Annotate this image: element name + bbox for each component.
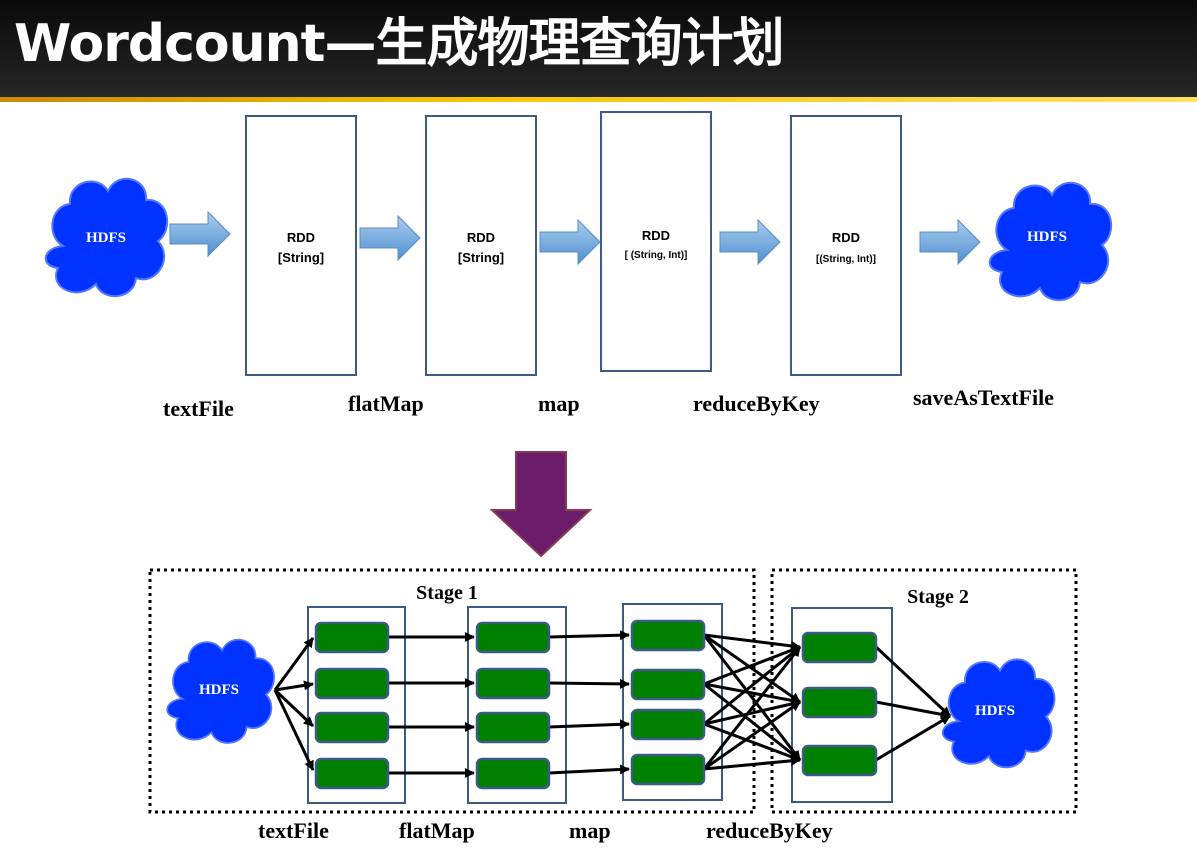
physical-plan: Stage 1 Stage 2 HDFS HDFS: [148, 568, 1078, 843]
edge: [703, 645, 801, 686]
edge: [548, 764, 630, 775]
cloud-icon: [941, 658, 1056, 769]
partition: [314, 757, 390, 790]
edge: [874, 645, 952, 718]
rdd-box: [425, 115, 537, 376]
op-label: reduceByKey: [706, 818, 833, 843]
edge: [703, 645, 801, 726]
partition: [630, 619, 706, 652]
edge: [703, 682, 801, 706]
slide-title: Wordcount—生成物理查询计划: [14, 14, 785, 74]
cloud-icon: [44, 177, 169, 298]
rdd-label: RDD: [642, 228, 670, 243]
rdd-type: [ (String, Int)]: [625, 250, 688, 261]
edge: [548, 630, 630, 641]
op-label: textFile: [258, 818, 329, 843]
hdfs-source-label: HDFS: [86, 230, 126, 246]
edge: [703, 633, 801, 704]
block-arrow-icon: [539, 218, 601, 266]
cloud-icon: [988, 181, 1113, 302]
partition: [314, 667, 390, 700]
edge: [273, 637, 315, 691]
partition: [801, 744, 878, 777]
edge: [703, 700, 801, 771]
partition: [630, 668, 706, 701]
title-accent-line: [0, 97, 1197, 102]
partition: [314, 621, 390, 654]
hdfs-sink-label: HDFS: [975, 703, 1015, 719]
rdd-box: [245, 115, 357, 376]
partition: [630, 753, 706, 786]
edge: [273, 688, 315, 728]
rdd-type: [(String, Int)]: [816, 254, 876, 265]
stage-label: Stage 1: [416, 582, 478, 604]
logical-plan: HDFS HDFS RDD [String] RDD [String] RDD …: [44, 111, 1113, 421]
title-bar: Wordcount—生成物理查询计划: [0, 0, 1197, 102]
edges: [273, 630, 952, 778]
hdfs-source-label: HDFS: [199, 682, 239, 698]
cloud-icon: [166, 638, 275, 744]
op-label: saveAsTextFile: [913, 385, 1054, 410]
edge: [703, 682, 801, 762]
op-label: map: [569, 818, 611, 843]
op-label: textFile: [163, 396, 234, 421]
op-label: flatMap: [399, 818, 475, 843]
edge: [703, 633, 801, 651]
block-arrow-icon: [719, 218, 781, 266]
rdd-label: RDD: [467, 230, 495, 245]
partition: [475, 621, 551, 654]
rdd-type: [String]: [278, 250, 324, 265]
rdd-type: [String]: [458, 250, 504, 265]
rdd-box: [600, 111, 712, 372]
partition: [475, 711, 551, 744]
edge: [273, 689, 315, 771]
down-arrow-icon: [489, 451, 593, 558]
block-arrow-icon: [169, 210, 231, 258]
op-label: flatMap: [348, 391, 424, 416]
op-label: map: [538, 391, 580, 416]
partition: [630, 708, 706, 741]
rdd-label: RDD: [287, 230, 315, 245]
edge: [548, 719, 630, 730]
partition: [314, 711, 390, 744]
edge: [702, 634, 802, 761]
rdd-label: RDD: [832, 230, 860, 245]
edge: [703, 755, 801, 771]
edge: [274, 680, 314, 692]
edge: [703, 699, 801, 726]
partition: [475, 757, 551, 790]
partition: [801, 686, 878, 719]
partition: [475, 667, 551, 700]
edge: [875, 714, 951, 762]
block-arrow-icon: [359, 214, 421, 262]
block-arrow-icon: [919, 218, 981, 266]
edge: [875, 700, 951, 720]
rdd-box: [790, 115, 902, 376]
stage-label: Stage 2: [907, 586, 969, 608]
op-label: reduceByKey: [693, 391, 820, 416]
edge: [548, 678, 630, 689]
partition: [801, 631, 878, 664]
stage-1-box: [148, 568, 756, 814]
edge: [703, 722, 801, 762]
edge: [702, 646, 802, 770]
hdfs-sink-label: HDFS: [1027, 229, 1067, 245]
